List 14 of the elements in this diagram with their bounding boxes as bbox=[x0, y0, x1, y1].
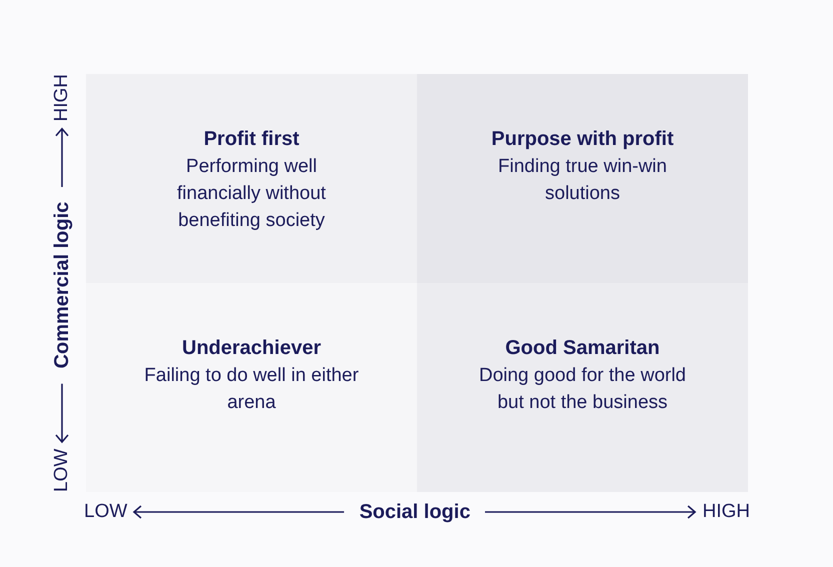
axis-title: Social logic bbox=[358, 500, 472, 524]
quadrant-heading: Purpose with profit bbox=[491, 127, 674, 152]
quadrant-description: Doing good for the world but not the business bbox=[478, 364, 687, 415]
quadrant-heading: Underachiever bbox=[182, 336, 321, 361]
quadrant-description: Finding true win-win solutions bbox=[497, 155, 668, 206]
quadrant-heading: Profit first bbox=[204, 127, 300, 152]
axis-end-label: LOW bbox=[51, 448, 73, 492]
quadrant-heading: Good Samaritan bbox=[505, 336, 660, 361]
axis-end-label: HIGH bbox=[51, 74, 73, 122]
quadrant-description: Failing to do well in either arena bbox=[144, 364, 359, 415]
axis-end-label: HIGH bbox=[702, 501, 750, 523]
quadrant-description: Performing well financially without benefiting society bbox=[176, 155, 327, 233]
axis-title: Commercial logic bbox=[50, 200, 74, 370]
axis-end-label: LOW bbox=[84, 501, 128, 523]
